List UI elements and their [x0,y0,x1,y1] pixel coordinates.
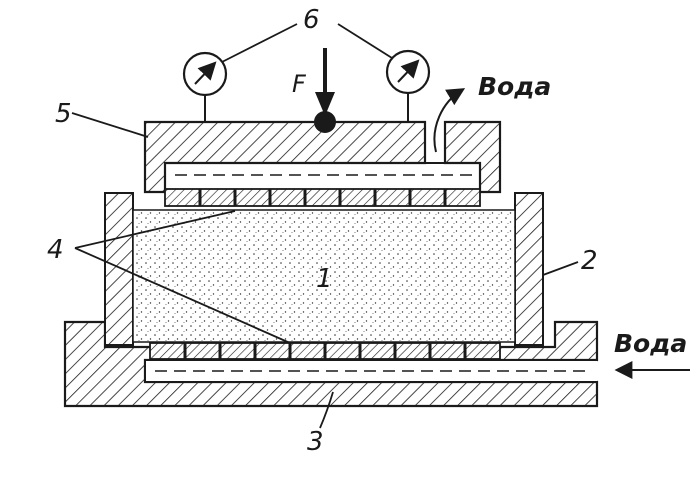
dial-gauge-right [385,49,431,122]
soil-sample [132,209,516,343]
label-water-out: Вода [478,72,551,101]
label-ring: 2 [581,246,598,276]
label-filters: 4 [47,235,64,265]
label-piston: 5 [55,99,72,129]
upper-water-channel [165,162,480,176]
leader-lines [71,23,579,429]
label-sample: 1 [316,264,333,294]
ring-left-wall [104,192,134,346]
label-force: F [292,70,307,98]
label-water-in: Вода [614,329,687,358]
top-filter [164,188,481,207]
label-gauges: 6 [303,5,320,35]
lower-water-channel [144,359,597,383]
water-out-arrow [433,88,466,153]
ring-right-wall [514,192,544,346]
load-arrow [314,48,336,133]
dial-gauge-left [182,51,228,122]
label-base: 3 [307,427,324,457]
bottom-filter [149,342,501,360]
